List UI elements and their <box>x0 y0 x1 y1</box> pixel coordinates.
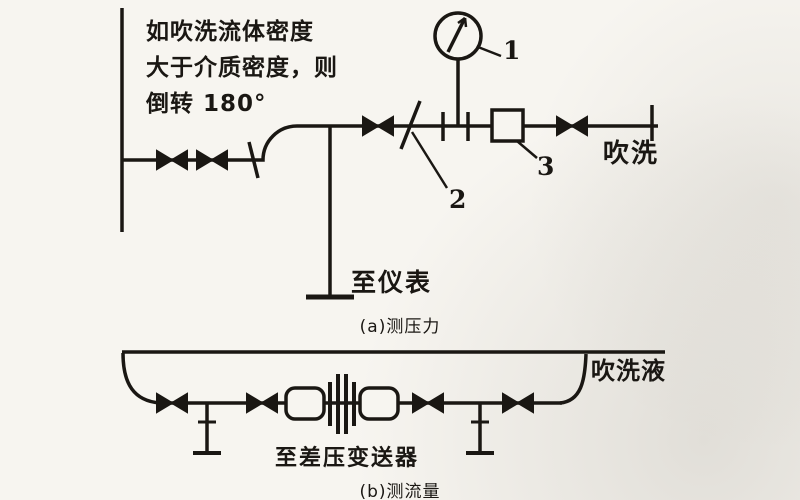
valve-icon <box>156 392 188 414</box>
valve-icon <box>502 392 534 414</box>
purge-liquid-label: 吹洗液 <box>591 357 666 385</box>
callout-2-leader <box>410 131 449 189</box>
left-elbow <box>121 352 161 405</box>
tap-slash-icon <box>399 100 422 150</box>
valve-icon <box>156 149 188 171</box>
drain-tee-icon <box>193 403 221 455</box>
diagram-a <box>120 8 658 300</box>
valve-icon <box>196 149 228 171</box>
purge-header-line <box>122 124 658 162</box>
drain-tee-icon <box>466 403 494 455</box>
callout-1-leader <box>477 45 502 58</box>
diagram-b <box>121 350 665 455</box>
restrictor-icon <box>490 108 525 143</box>
caption-b: (b)测流量 <box>359 482 441 500</box>
note-line-1: 如吹洗流体密度 <box>146 19 314 45</box>
pressure-gauge-icon <box>433 11 483 61</box>
note-line-2: 大于介质密度，则 <box>146 55 338 81</box>
to-instrument-label: 至仪表 <box>351 268 433 297</box>
valve-icon <box>412 392 444 414</box>
valve-icon <box>556 115 588 137</box>
callout-1-label: 1 <box>503 36 521 65</box>
to-dp-transmitter-label: 至差压变送器 <box>275 446 420 471</box>
callout-2-label: 2 <box>449 185 467 214</box>
orifice-assembly-icon <box>284 374 400 434</box>
purge-label: 吹洗 <box>603 139 660 169</box>
valve-icon <box>362 115 394 137</box>
right-elbow <box>559 353 588 405</box>
callout-3-label: 3 <box>537 152 555 181</box>
density-note: 如吹洗流体密度 大于介质密度，则 倒转 180° <box>146 14 338 122</box>
valve-icon <box>246 392 278 414</box>
caption-a: (a)测压力 <box>359 317 441 337</box>
callout-3-leader <box>516 140 538 159</box>
union-mark-icon <box>247 141 260 179</box>
note-line-3: 倒转 180° <box>146 91 267 117</box>
